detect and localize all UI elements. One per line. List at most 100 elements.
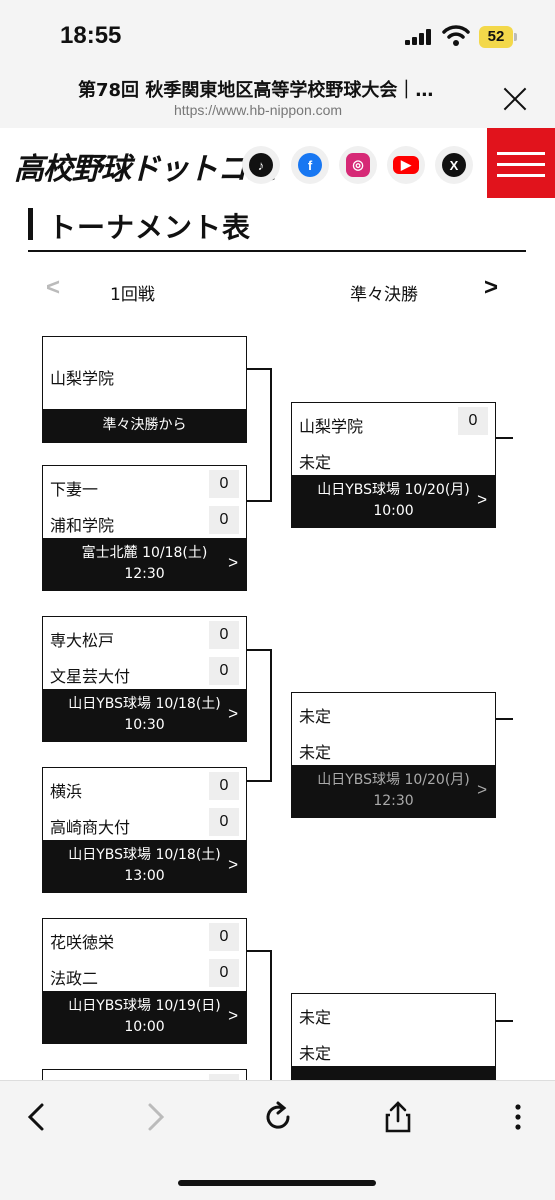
seed-note: 準々決勝から — [43, 409, 246, 442]
team-row: 浦和学院 0 — [43, 502, 246, 538]
browser-header: 第78回 秋季関東地区高等学校野球大会｜… https://www.hb-nip… — [0, 72, 555, 128]
team-row: 山梨学院 0 — [292, 403, 495, 439]
team-name: 山梨学院 — [50, 369, 115, 388]
match-card[interactable]: 横浜 0 高崎商大付 0 山日YBS球場 10/18(土) 13:00 > — [42, 767, 247, 893]
team-row: 高崎商大付 0 — [43, 804, 246, 840]
team-row: 山梨学院 — [43, 337, 246, 409]
team-row: 法政二 0 — [43, 955, 246, 991]
x-icon[interactable]: X — [435, 146, 473, 184]
battery-indicator: 52 — [479, 26, 517, 48]
bracket-line — [247, 500, 272, 502]
bracket-line — [270, 649, 272, 782]
team-score: 0 — [209, 621, 239, 649]
status-time: 18:55 — [60, 22, 122, 49]
round-label-first: 1回戦 — [110, 285, 155, 305]
tiktok-icon[interactable]: ♪ — [242, 146, 280, 184]
share-icon[interactable] — [378, 1097, 418, 1137]
match-card[interactable]: 専大松戸 0 文星芸大付 0 山日YBS球場 10/18(土) 10:30 > — [42, 616, 247, 742]
match-venue: 山日YBS球場 10/20(月) — [317, 482, 470, 498]
match-venue: 山日YBS球場 10/18(土) — [68, 696, 221, 712]
team-row: 未定 — [292, 729, 495, 765]
facebook-icon[interactable]: f — [291, 146, 329, 184]
match-venue: 山日YBS球場 10/20(月) — [317, 772, 470, 788]
match-time: 12:30 — [124, 566, 165, 582]
round-nav: < 1回戦 準々決勝 > — [28, 272, 526, 308]
bracket-line — [247, 780, 272, 782]
team-score: 0 — [458, 407, 488, 435]
team-score: 0 — [209, 470, 239, 498]
match-time: 10:00 — [124, 1019, 165, 1035]
page-url[interactable]: https://www.hb-nippon.com — [174, 102, 343, 118]
match-venue: 富士北麓 10/18(土) — [81, 545, 208, 561]
instagram-icon[interactable]: ◎ — [339, 146, 377, 184]
match-card-quarterfinal[interactable]: 未定 未定 山日YBS球場 10/20(月) 12:30 > — [291, 692, 496, 818]
site-header: 高校野球ドットコム ♪ f ◎ ▶ X — [0, 128, 555, 198]
match-time: 10:00 — [373, 503, 414, 519]
team-name: 未定 — [299, 707, 332, 726]
match-info[interactable]: 富士北麓 10/18(土) 12:30 > — [43, 538, 246, 590]
team-score: 0 — [209, 657, 239, 685]
team-name: 未定 — [299, 743, 332, 762]
team-score: 0 — [209, 923, 239, 951]
match-info[interactable] — [292, 1066, 495, 1082]
team-row: 未定 — [292, 693, 495, 729]
forward-icon[interactable] — [134, 1097, 174, 1137]
team-name: 浦和学院 — [50, 516, 115, 535]
match-time: 12:30 — [373, 793, 414, 809]
bracket-line — [270, 368, 272, 502]
chevron-right-icon: > — [477, 780, 487, 799]
chevron-right-icon: > — [228, 855, 238, 874]
reload-icon[interactable] — [258, 1097, 298, 1137]
status-bar: 18:55 52 — [0, 0, 555, 72]
bracket-line — [247, 950, 272, 952]
match-card-quarterfinal[interactable]: 未定 未定 — [291, 993, 496, 1083]
team-row: 下妻一 0 — [43, 466, 246, 502]
team-name: 未定 — [299, 453, 332, 472]
chevron-right-icon[interactable]: > — [484, 274, 499, 301]
team-name: 未定 — [299, 1008, 332, 1027]
bracket-line — [495, 1020, 513, 1022]
match-card-seed[interactable]: 山梨学院 準々決勝から — [42, 336, 247, 443]
match-card[interactable]: 花咲徳栄 0 法政二 0 山日YBS球場 10/19(日) 10:00 > — [42, 918, 247, 1044]
match-info[interactable]: 山日YBS球場 10/18(土) 13:00 > — [43, 840, 246, 892]
chevron-right-icon: > — [228, 553, 238, 572]
section-heading: トーナメント表 — [28, 204, 526, 252]
team-row: 花咲徳栄 0 — [43, 919, 246, 955]
chevron-right-icon: > — [477, 490, 487, 509]
team-name: 山梨学院 — [299, 417, 364, 436]
back-icon[interactable] — [18, 1097, 58, 1137]
team-row: 未定 — [292, 439, 495, 475]
team-row: 未定 — [292, 1030, 495, 1066]
bracket-line — [495, 718, 513, 720]
team-name: 文星芸大付 — [50, 667, 131, 686]
round-label-quarterfinal: 準々決勝 — [350, 285, 418, 305]
team-row: 横浜 0 — [43, 768, 246, 804]
heading-accent-bar — [28, 208, 33, 240]
chevron-left-icon[interactable]: < — [46, 274, 61, 301]
youtube-icon[interactable]: ▶ — [387, 146, 425, 184]
bracket-line — [270, 950, 272, 1080]
match-info[interactable]: 山日YBS球場 10/20(月) 12:30 > — [292, 765, 495, 817]
cellular-signal-icon — [405, 29, 435, 45]
team-row: 文星芸大付 0 — [43, 653, 246, 689]
match-info[interactable]: 山日YBS球場 10/19(日) 10:00 > — [43, 991, 246, 1043]
match-time: 10:30 — [124, 717, 165, 733]
hamburger-menu-button[interactable] — [487, 128, 555, 198]
team-score: 0 — [209, 772, 239, 800]
bracket-line — [247, 368, 272, 370]
match-info[interactable]: 山日YBS球場 10/18(土) 10:30 > — [43, 689, 246, 741]
more-options-icon[interactable] — [498, 1097, 538, 1137]
match-card-quarterfinal[interactable]: 山梨学院 0 未定 山日YBS球場 10/20(月) 10:00 > — [291, 402, 496, 528]
wifi-icon — [442, 25, 470, 46]
match-card[interactable]: 下妻一 0 浦和学院 0 富士北麓 10/18(土) 12:30 > — [42, 465, 247, 591]
team-name: 法政二 — [50, 969, 99, 988]
section-title: トーナメント表 — [48, 211, 252, 244]
match-info[interactable]: 山日YBS球場 10/20(月) 10:00 > — [292, 475, 495, 527]
bracket-line — [495, 437, 513, 439]
match-time: 13:00 — [124, 868, 165, 884]
team-score: 0 — [209, 808, 239, 836]
close-button[interactable] — [500, 84, 530, 114]
bracket-line — [247, 649, 272, 651]
page-title: 第78回 秋季関東地区高等学校野球大会｜… — [78, 80, 434, 101]
site-logo[interactable]: 高校野球ドットコム — [14, 152, 276, 187]
